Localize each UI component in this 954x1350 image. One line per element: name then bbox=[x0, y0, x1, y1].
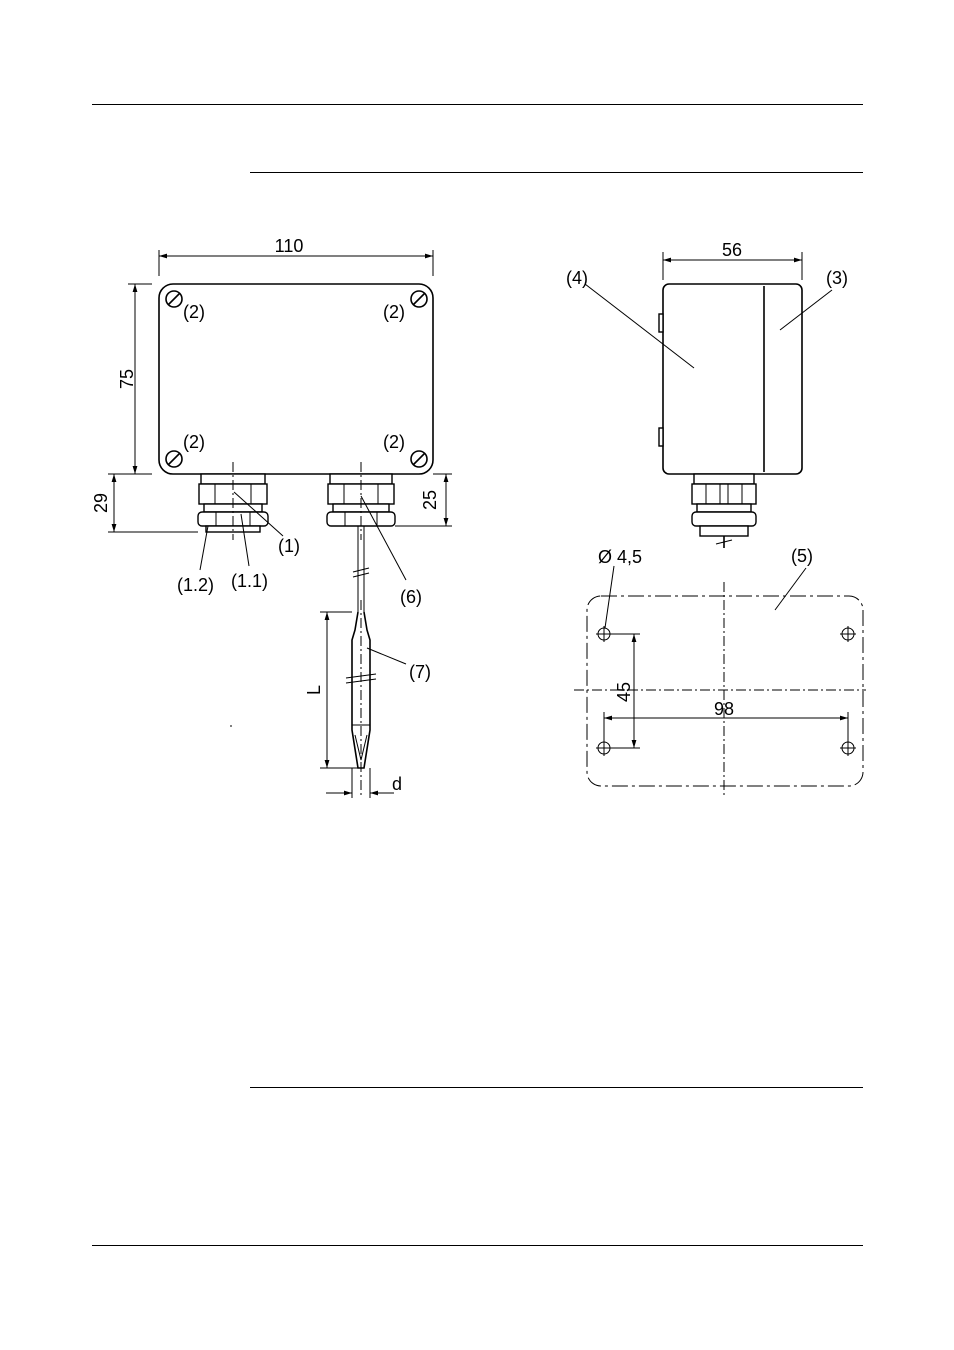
callout-1-2: (1.2) bbox=[177, 575, 214, 595]
temperature-probe bbox=[346, 526, 376, 795]
mounting-hole-bottom-right bbox=[840, 740, 856, 756]
housing-side bbox=[663, 284, 802, 474]
dim-label-56: 56 bbox=[722, 240, 742, 260]
dim-label-98: 98 bbox=[714, 699, 734, 719]
dim-label-110: 110 bbox=[275, 236, 304, 256]
leader-7 bbox=[367, 648, 406, 664]
callout-6: (6) bbox=[400, 587, 422, 607]
callout-hole-diameter: Ø 4,5 bbox=[598, 547, 642, 567]
leader-1-2 bbox=[200, 526, 208, 570]
mounting-hole-top-left bbox=[596, 626, 612, 642]
callout-3: (3) bbox=[826, 268, 848, 288]
callout-2-top-right: (2) bbox=[383, 302, 405, 322]
callout-4: (4) bbox=[566, 268, 588, 288]
dimension-98: 98 bbox=[604, 699, 848, 740]
dimension-75: 75 bbox=[108, 284, 152, 474]
screw-bottom-right bbox=[411, 451, 427, 467]
leader-hole-diameter bbox=[605, 566, 614, 628]
side-hinge-top bbox=[659, 314, 663, 332]
callout-1-1: (1.1) bbox=[231, 571, 268, 591]
mounting-hole-top-right bbox=[840, 626, 856, 642]
dim-label-L: L bbox=[304, 685, 324, 695]
leader-5 bbox=[775, 568, 806, 610]
dimension-110: 110 bbox=[159, 236, 433, 276]
cable-gland-right bbox=[327, 462, 395, 540]
cable-gland-left bbox=[198, 462, 268, 540]
callout-2-bottom-left: (2) bbox=[183, 432, 205, 452]
dim-label-d: d bbox=[392, 774, 402, 794]
dimension-56: 56 bbox=[663, 240, 802, 280]
screw-top-right bbox=[411, 291, 427, 307]
mounting-plate-view: 45 98 Ø 4,5 (5) bbox=[574, 546, 866, 796]
dimension-L: L bbox=[304, 612, 358, 768]
screw-bottom-left bbox=[166, 451, 182, 467]
mounting-hole-bottom-left bbox=[596, 740, 612, 756]
side-cable-gland bbox=[692, 474, 756, 548]
dim-label-45: 45 bbox=[614, 682, 634, 702]
callout-5: (5) bbox=[791, 546, 813, 566]
front-view: 110 75 29 25 L bbox=[91, 236, 452, 798]
dim-label-29: 29 bbox=[91, 493, 111, 513]
leader-4 bbox=[585, 284, 694, 368]
dimension-25: 25 bbox=[395, 474, 452, 526]
side-view: 56 (4) (3) bbox=[566, 240, 848, 548]
leader-3 bbox=[780, 290, 832, 330]
side-hinge-bottom bbox=[659, 428, 663, 446]
screw-top-left bbox=[166, 291, 182, 307]
dim-label-75: 75 bbox=[117, 369, 137, 389]
callout-7: (7) bbox=[409, 662, 431, 682]
dimension-d: d bbox=[326, 768, 402, 798]
callout-2-bottom-right: (2) bbox=[383, 432, 405, 452]
dimension-29: 29 bbox=[91, 474, 198, 532]
callout-1: (1) bbox=[278, 536, 300, 556]
callout-2-top-left: (2) bbox=[183, 302, 205, 322]
dim-label-25: 25 bbox=[420, 490, 440, 510]
dimension-45: 45 bbox=[612, 634, 640, 748]
